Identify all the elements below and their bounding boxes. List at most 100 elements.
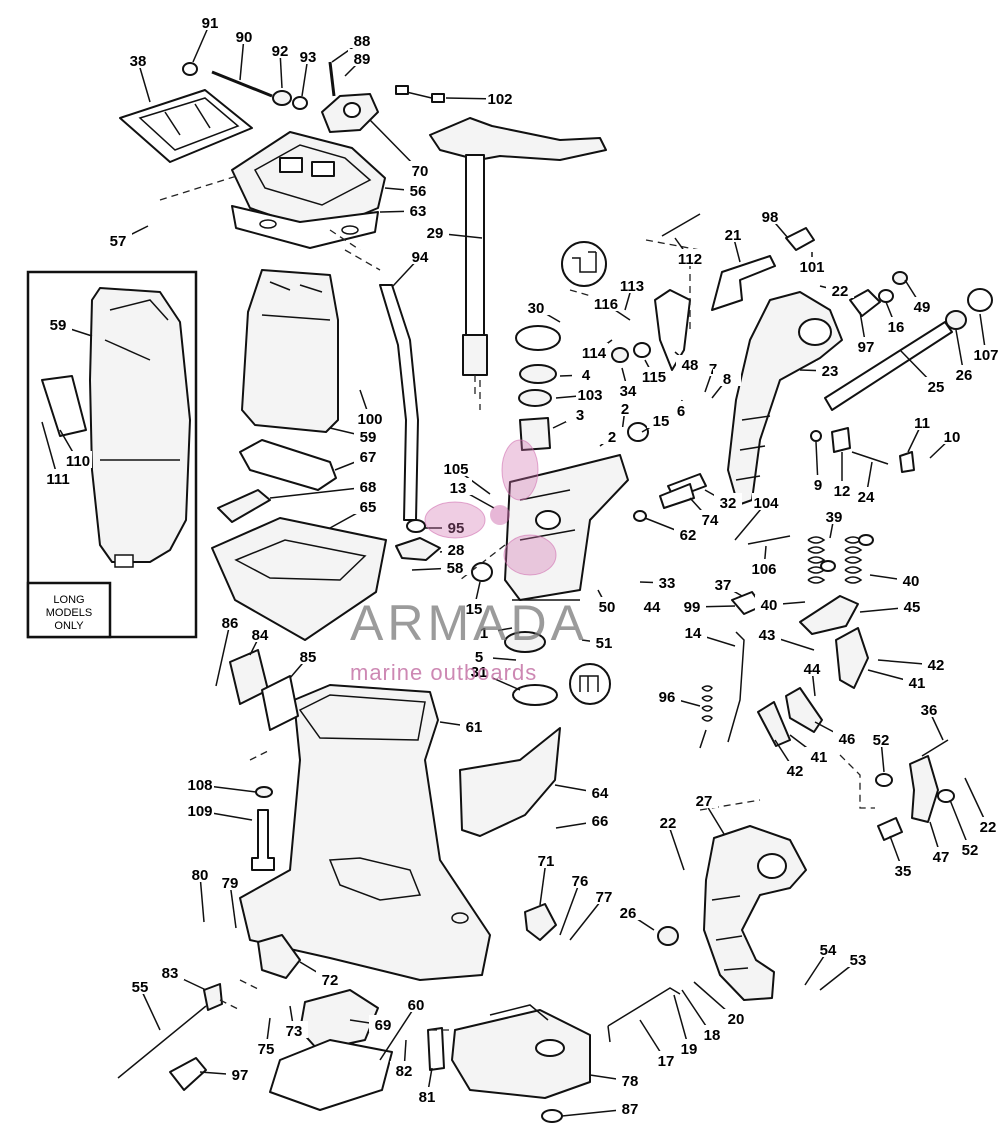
part-callout-label: 26 [620, 905, 637, 922]
part-callout-label: 22 [660, 815, 677, 832]
part-callout-label: 67 [360, 449, 377, 466]
part-callout-label: 82 [396, 1063, 413, 1080]
nut-26-top [945, 310, 967, 330]
part-callout-label: 32 [720, 495, 737, 512]
part-callout-label: 112 [678, 251, 702, 268]
part-callout-label: 1 [480, 625, 488, 642]
part-callout-label: 17 [658, 1053, 675, 1070]
bushing-52-b [937, 789, 955, 803]
callout-label-background [640, 367, 668, 384]
callout-label-background [826, 281, 854, 298]
part-callout-label: 58 [447, 560, 464, 577]
part-callout-label: 111 [46, 471, 69, 488]
callout-label-background [280, 1021, 308, 1038]
callout-label-background [470, 623, 498, 640]
part-callout-label: 47 [933, 849, 950, 866]
part-callout-label: 49 [914, 299, 931, 316]
symbol-glyph-upper [572, 251, 597, 273]
part-callout-label: 2 [621, 401, 629, 418]
callout-label-background [903, 673, 931, 690]
part-callout-label: 19 [681, 1041, 698, 1058]
callout-label-background [844, 950, 872, 967]
bushing-52-a [875, 773, 893, 787]
part-callout-label: 100 [357, 411, 382, 428]
callout-label-background [679, 623, 707, 640]
callout-label-background [348, 49, 376, 66]
part-callout-label: 116 [594, 296, 618, 313]
callout-label-background [586, 811, 614, 828]
steering-arm-shaft [429, 117, 607, 395]
spring-96 [699, 685, 713, 749]
part-callout-label: 34 [620, 383, 637, 400]
part-callout-label: 93 [300, 49, 317, 66]
callout-label-background [756, 207, 784, 224]
callout-label-background [653, 573, 681, 590]
part-callout-label: 33 [659, 575, 676, 592]
part-callout-label: 25 [928, 379, 945, 396]
part-callout-label: 78 [622, 1073, 639, 1090]
part-callout-label: 28 [448, 542, 465, 559]
part-callout-label: 60 [408, 997, 425, 1014]
callout-label-background [586, 783, 614, 800]
part-callout-label: 109 [187, 803, 212, 820]
watermark: ARMADA marine outboards [350, 439, 584, 685]
washer-15-a [627, 422, 649, 442]
gasket-85 [261, 675, 299, 731]
callout-label-background [816, 361, 844, 378]
callout-label-background [616, 1099, 644, 1116]
callout-label-background [915, 700, 943, 717]
tube-94 [379, 284, 419, 521]
part-callout-label: 86 [222, 615, 239, 632]
symbol-circle-lower [569, 663, 611, 705]
callout-label-background [252, 1039, 280, 1056]
bracket-28 [395, 537, 441, 561]
callout-label-background [196, 13, 224, 30]
callout-label-background [922, 377, 950, 394]
stern-bracket-upper [727, 291, 843, 506]
part-callout-label: 89 [354, 51, 371, 68]
callout-label-background [522, 298, 550, 315]
callout-label-background [266, 41, 294, 58]
part-callout-label: 9 [814, 477, 822, 494]
part-callout-label: 35 [895, 863, 912, 880]
callout-leader-line [199, 874, 205, 923]
callout-label-background [950, 365, 978, 382]
callout-label-background [572, 365, 600, 382]
callout-label-background [614, 903, 642, 920]
callout-label-background [406, 247, 434, 264]
callout-leader-line [667, 822, 685, 871]
callout-label-background [64, 451, 92, 468]
callout-label-background [186, 775, 214, 792]
part-callout-label: 90 [236, 29, 253, 46]
part-callout-label: 39 [826, 509, 843, 526]
rod-17 [607, 987, 681, 1043]
callout-label-background [690, 791, 718, 808]
callout-label-background [852, 337, 880, 354]
callout-label-background [226, 1065, 254, 1082]
part-callout-label: 113 [620, 278, 644, 295]
callout-label-background [678, 597, 706, 614]
bolt-35 [877, 817, 903, 841]
part-callout-label: 84 [252, 627, 269, 644]
part-callout-label: 105 [443, 461, 468, 478]
callout-label-background [652, 1051, 680, 1068]
washer-115 [633, 342, 651, 358]
part-callout-label: 108 [187, 777, 212, 794]
part-callout-label: 68 [360, 479, 377, 496]
callout-label-background [460, 599, 488, 616]
callout-label-background [590, 633, 618, 650]
callout-label-background [354, 477, 382, 494]
part-callout-label: 23 [822, 363, 839, 380]
callout-label-background [709, 575, 737, 592]
callout-label-background [44, 469, 72, 486]
part-callout-label: 51 [596, 635, 613, 652]
bushing-97-top [849, 289, 881, 317]
callout-label-background [722, 1009, 750, 1026]
part-callout-label: 85 [300, 649, 317, 666]
callout-label-background [348, 31, 376, 48]
part-callout-label: 55 [132, 979, 149, 996]
callout-label-background [922, 655, 950, 672]
callout-label-background [576, 385, 604, 402]
part-callout-label: 59 [360, 429, 377, 446]
